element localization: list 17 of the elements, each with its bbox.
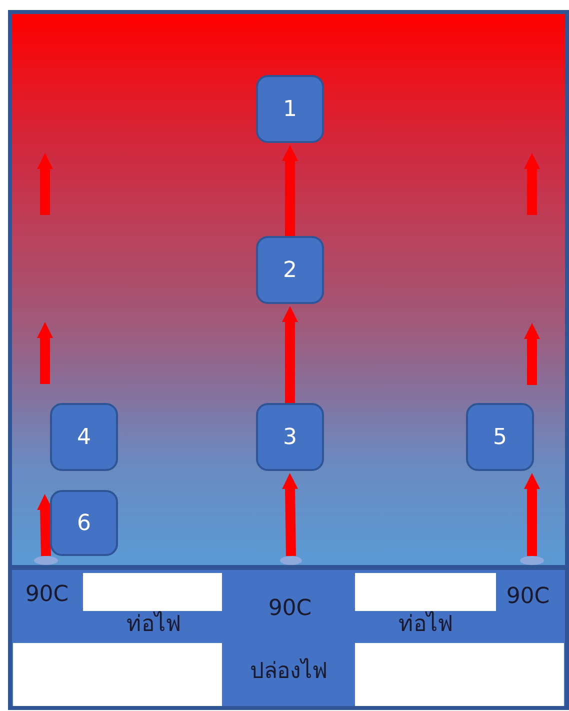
arrow [37,494,54,556]
numbered-box: 6 [50,490,118,556]
pipe-label: 90C [505,583,551,611]
arrow [282,145,298,236]
numbered-box: 3 [256,403,324,471]
arrow [282,306,298,403]
pipe-label: ท่อไฟ [398,610,454,639]
pipe-label: 90C [24,581,70,609]
numbered-box: 4 [50,403,118,471]
numbered-box: 5 [466,403,534,471]
pipe-label: ปล่องไฟ [249,657,329,686]
pipe-label: ท่อไฟ [126,610,182,639]
numbered-box: 1 [256,75,324,143]
arrow [282,473,298,556]
pipe-label: 90C [267,595,313,623]
numbered-box: 2 [256,236,324,304]
arrow [524,473,540,556]
